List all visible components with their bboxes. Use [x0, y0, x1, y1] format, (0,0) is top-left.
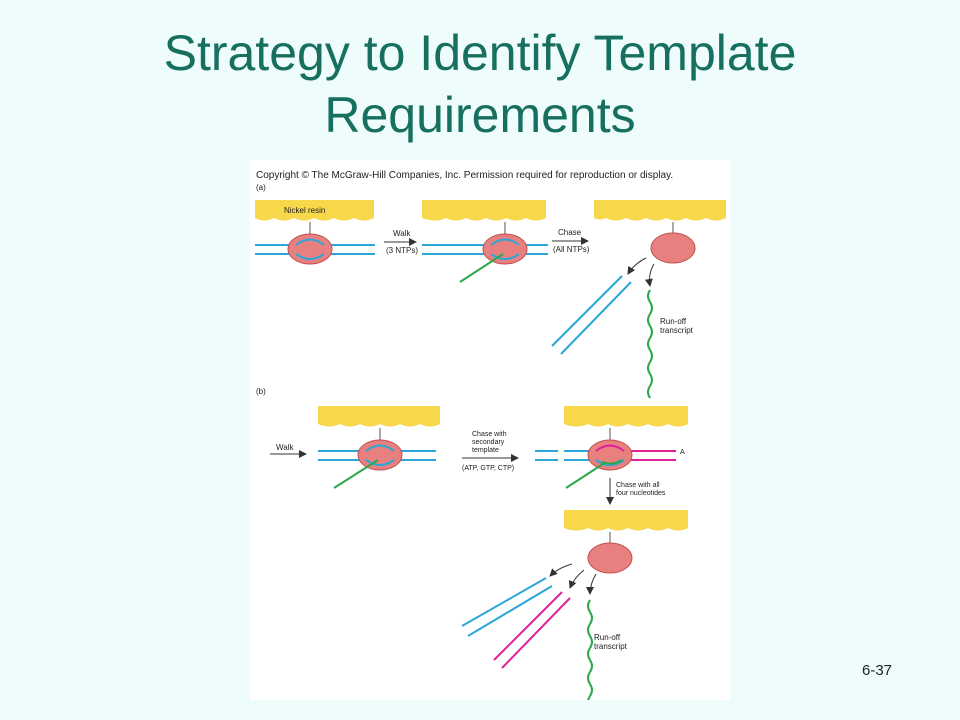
nickel-resin-a2	[422, 200, 546, 221]
chase2-line1: Chase with all	[616, 482, 660, 489]
panel-b-label: (b)	[256, 387, 266, 396]
copyright-text: Copyright © The McGraw-Hill Companies, I…	[256, 170, 673, 181]
short-transcript-b	[333, 459, 379, 489]
chase-label-a: Chase	[558, 228, 582, 237]
title-line-2: Requirements	[324, 87, 636, 143]
runoff-label-b1: Run-off	[594, 633, 621, 642]
resin-label: Nickel resin	[284, 206, 325, 215]
walk-label-a: Walk	[393, 229, 411, 238]
dna-duplex-b2	[535, 450, 595, 461]
rna-polymerase-a2	[482, 233, 528, 265]
nickel-resin-a3	[594, 200, 726, 221]
template-diagram: Copyright © The McGraw-Hill Companies, I…	[255, 170, 726, 700]
nickel-resin-b3	[564, 510, 688, 531]
released-dna-a	[551, 275, 632, 355]
transcript-b2	[565, 461, 607, 489]
walk-label-b: Walk	[276, 443, 294, 452]
figure-panel: Copyright © The McGraw-Hill Companies, I…	[250, 160, 730, 700]
short-transcript-a	[459, 253, 504, 283]
runoff-label-a2: transcript	[660, 326, 694, 335]
runoff-transcript-a	[647, 289, 653, 399]
nickel-resin-a1: Nickel resin	[255, 200, 374, 221]
chase-sub-a: (All NTPs)	[553, 245, 590, 254]
released-dna-b	[461, 577, 553, 637]
slide-number: 6-37	[862, 662, 893, 679]
chase-b-line2: secondary	[472, 439, 505, 446]
rna-polymerase-b2	[587, 439, 633, 471]
rna-polymerase-b1	[357, 439, 403, 471]
slide-title: Strategy to Identify Template Requiremen…	[0, 22, 960, 146]
rna-polymerase-a3	[650, 232, 696, 264]
runoff-label-a1: Run-off	[660, 317, 687, 326]
chase-b-line3: template	[472, 447, 499, 454]
chase-b-line1: Chase with	[472, 431, 507, 438]
released-secondary-template-b	[493, 591, 571, 669]
runoff-label-b2: transcript	[594, 642, 628, 651]
chase2-line2: four nucleotides	[616, 490, 666, 497]
title-line-1: Strategy to Identify Template	[163, 25, 797, 81]
runoff-transcript-b	[587, 599, 593, 700]
panel-a-label: (a)	[256, 183, 266, 192]
rna-polymerase-b3	[587, 542, 633, 574]
chase-b-sub: (ATP, GTP, CTP)	[462, 465, 514, 472]
nickel-resin-b2	[564, 406, 688, 427]
nickel-resin-b1	[318, 406, 440, 427]
rna-polymerase-a1	[287, 233, 333, 265]
template-end-label: A	[680, 449, 685, 456]
walk-sub-a: (3 NTPs)	[386, 246, 418, 255]
